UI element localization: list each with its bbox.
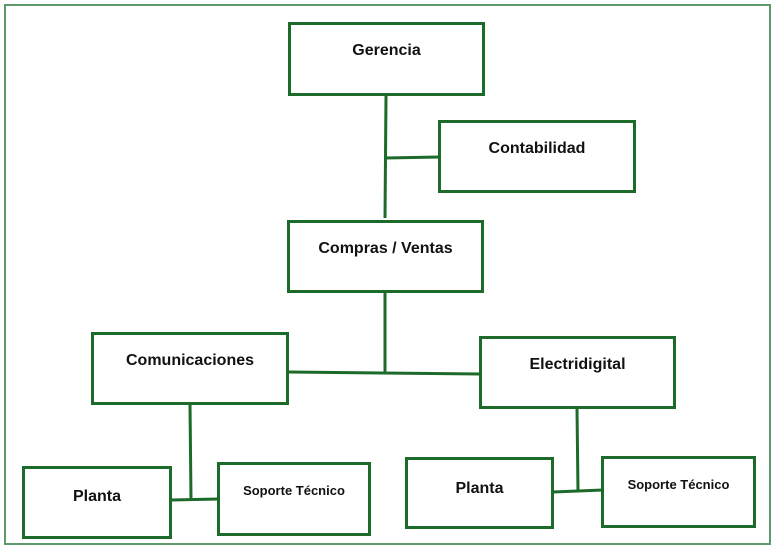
node-label: Gerencia — [352, 42, 421, 59]
node-planta-comunicaciones: Planta — [22, 466, 172, 539]
line-comunicaciones-children — [170, 497, 220, 502]
node-label: Planta — [455, 480, 504, 497]
line-contabilidad — [384, 155, 441, 160]
line-comunicaciones-down — [188, 403, 193, 501]
node-electridigital: Electridigital — [479, 336, 676, 409]
node-label: Soporte Técnico — [243, 483, 345, 498]
node-soporte-electridigital: Soporte Técnico — [601, 456, 756, 528]
diagram-frame — [4, 4, 771, 545]
node-soporte-comunicaciones: Soporte Técnico — [217, 462, 371, 536]
node-comunicaciones: Comunicaciones — [91, 332, 289, 405]
node-label: Soporte Técnico — [627, 477, 730, 492]
node-label: Compras / Ventas — [318, 240, 453, 257]
line-comunicaciones-electridigital — [287, 370, 482, 376]
node-label: Planta — [72, 488, 121, 505]
node-compras-ventas: Compras / Ventas — [287, 220, 484, 293]
node-label: Comunicaciones — [125, 352, 255, 369]
node-planta-electridigital: Planta — [405, 457, 554, 529]
node-label: Electridigital — [529, 356, 626, 373]
line-electridigital-down — [575, 407, 580, 493]
node-contabilidad: Contabilidad — [438, 120, 636, 193]
node-gerencia: Gerencia — [288, 22, 485, 96]
line-electridigital-children — [552, 488, 604, 494]
node-label: Contabilidad — [488, 140, 586, 157]
